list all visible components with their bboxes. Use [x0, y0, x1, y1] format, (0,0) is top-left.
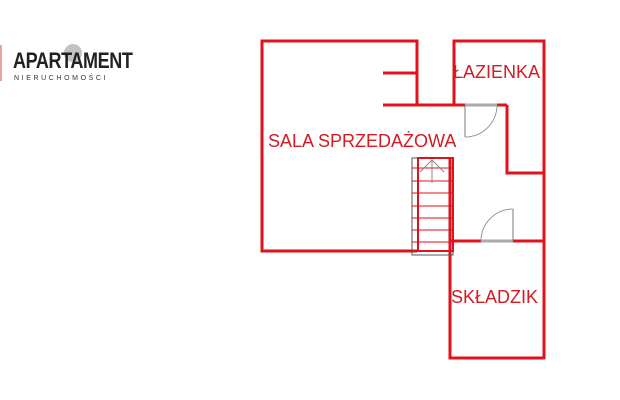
logo-accent-bar [0, 45, 2, 81]
room-label-bathroom: ŁAZIENKA [453, 62, 541, 82]
room-label-storage: SKŁADZIK [451, 287, 539, 307]
compass-icon [64, 44, 82, 62]
room-label-sales: SALA SPRZEDAŻOWA [268, 131, 457, 151]
walls [260, 39, 546, 360]
logo-tagline: NIERUCHOMOŚCI [14, 75, 109, 82]
stairs [411, 157, 454, 256]
stairs-arrow-icon [419, 159, 445, 183]
storage-door [480, 208, 514, 243]
bathroom-wall [448, 39, 546, 360]
company-logo: APARTAMENT NIERUCHOMOŚCI [0, 40, 140, 90]
bathroom-inner-wall [505, 105, 544, 175]
logo-name: APARTAMENT [13, 48, 133, 73]
bathroom-door [464, 103, 498, 138]
sales-room-wall [260, 39, 419, 253]
